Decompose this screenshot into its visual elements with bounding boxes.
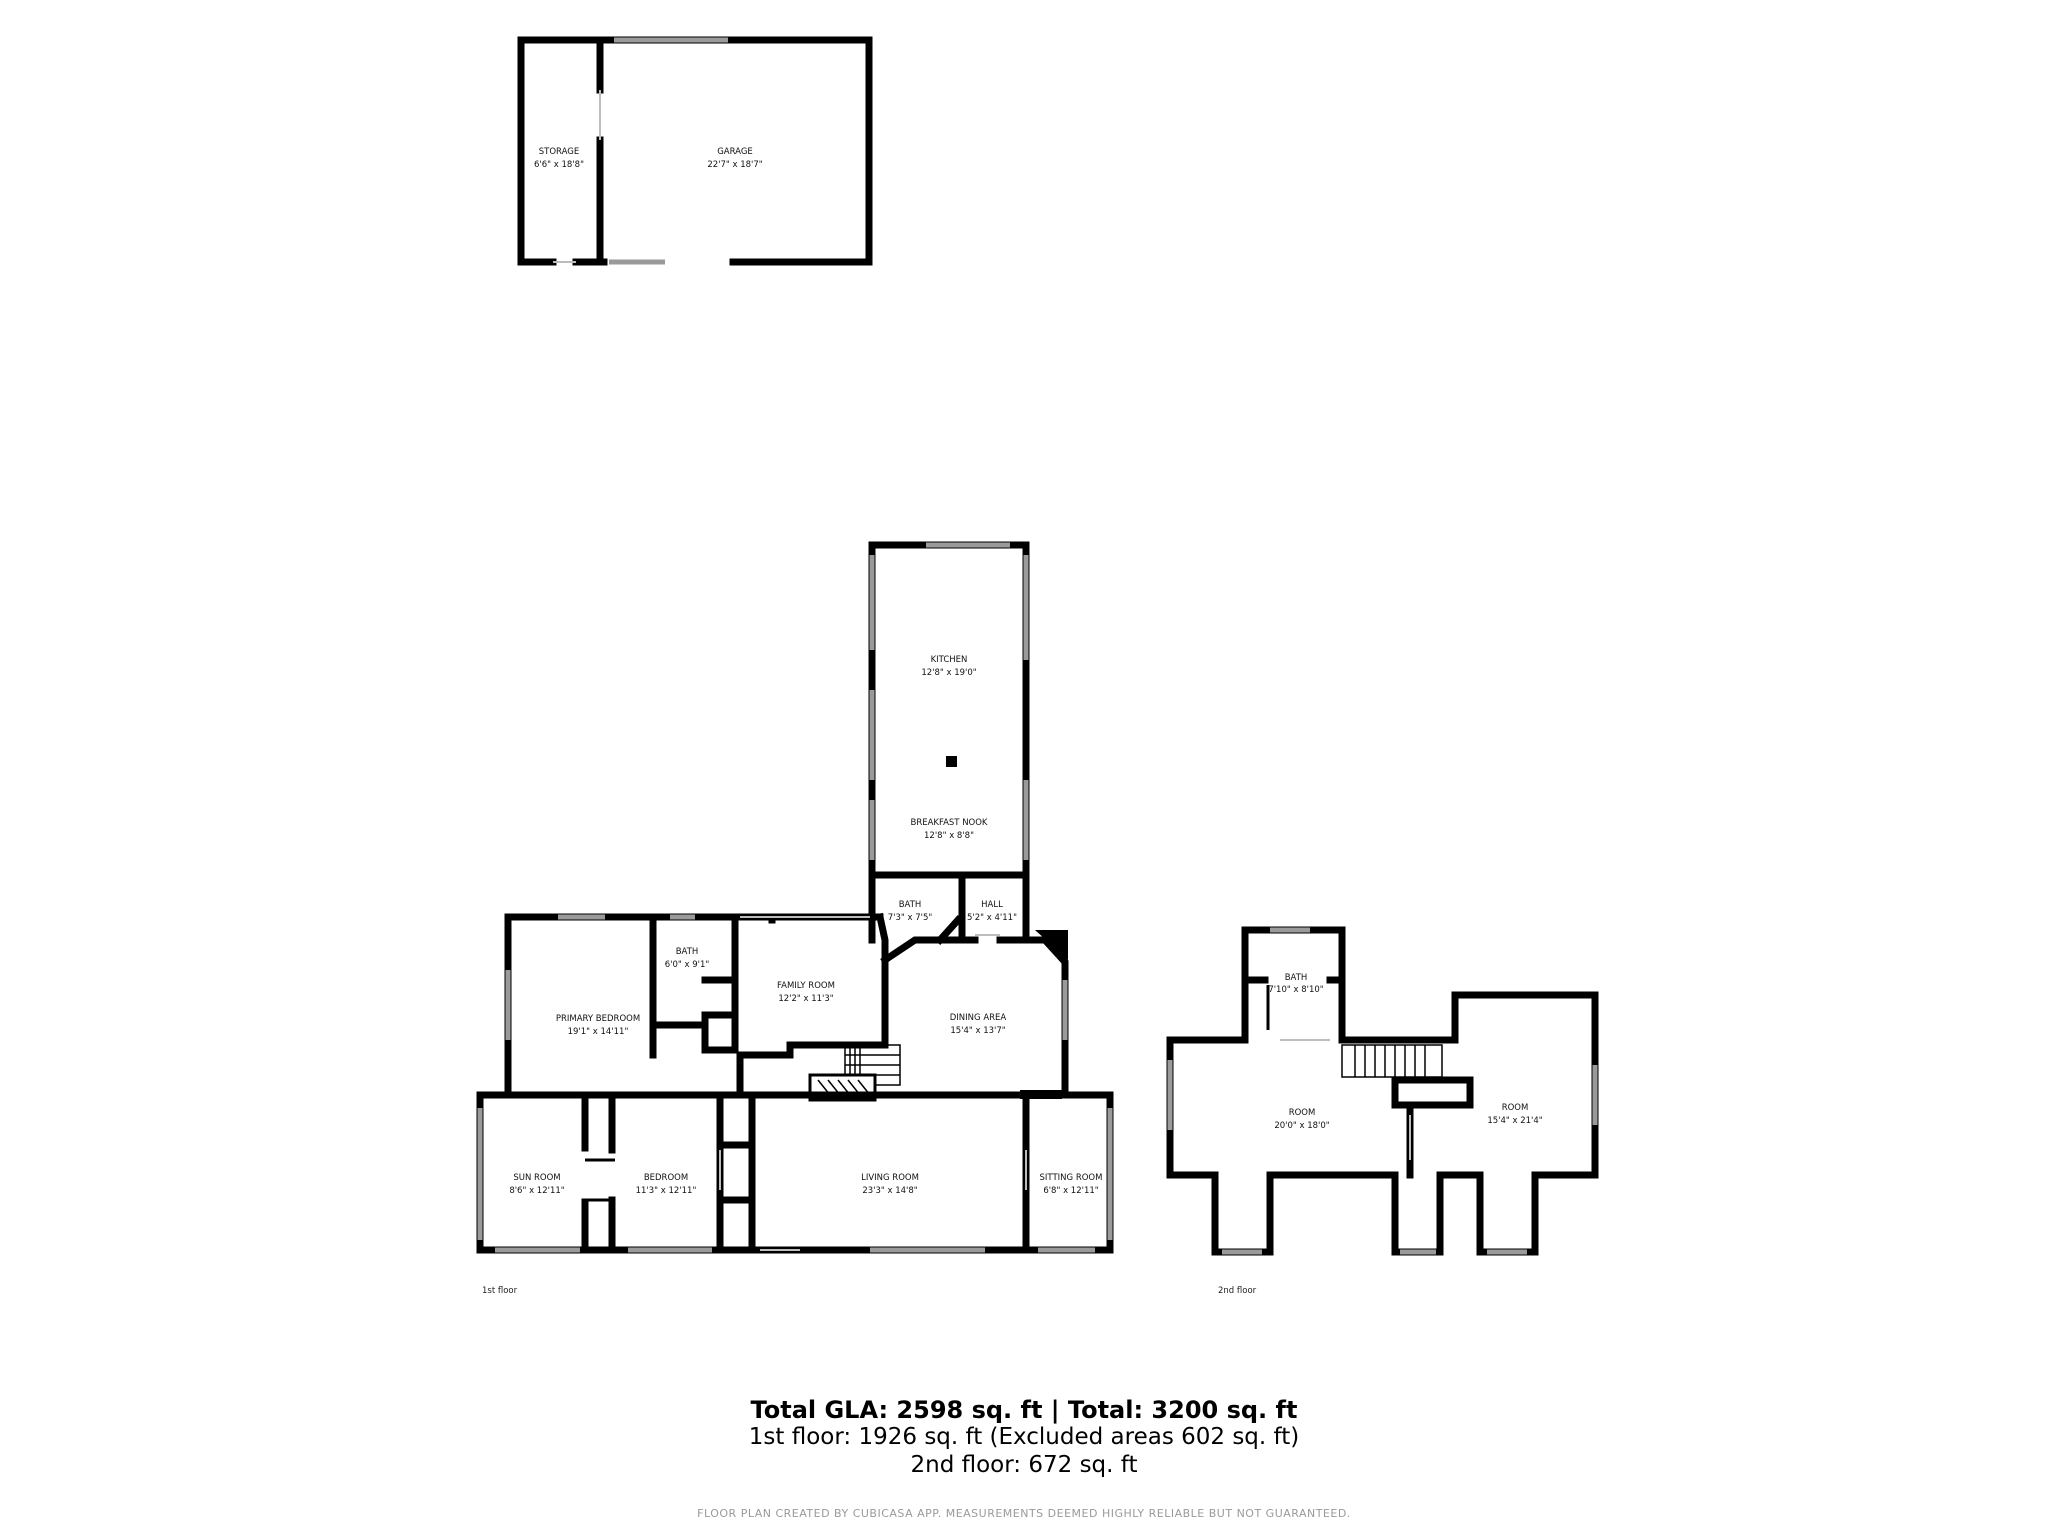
- garage-label: GARAGE: [717, 147, 753, 157]
- wall-cabinet: [1020, 1090, 1062, 1099]
- floor-label-first: 1st floor: [482, 1286, 518, 1296]
- kitchen-wing: [868, 541, 1030, 945]
- bath-upper-label: BATH: [1285, 973, 1308, 983]
- room-a-dims: 20'0" x 18'0": [1274, 1121, 1329, 1131]
- primary-bedroom-dims: 19'1" x 14'11": [568, 1027, 629, 1037]
- garage-dims: 22'7" x 18'7": [707, 160, 762, 170]
- dining-area-label: DINING AREA: [950, 1013, 1007, 1023]
- hall-dims: 5'2" x 4'11": [967, 913, 1017, 923]
- second-floor: [1166, 926, 1599, 1256]
- room-b-dims: 15'4" x 21'4": [1487, 1116, 1542, 1126]
- bath-primary-label: BATH: [676, 947, 699, 957]
- room-a-label: ROOM: [1289, 1108, 1316, 1118]
- living-room-dims: 23'3" x 14'8": [862, 1186, 917, 1196]
- room-b-label: ROOM: [1502, 1103, 1529, 1113]
- bath-upper-dims: 7'10" x 8'10": [1268, 985, 1323, 995]
- bedroom-label: BEDROOM: [644, 1173, 688, 1183]
- kitchen-dims: 12'8" x 19'0": [921, 668, 976, 678]
- garage-building: [517, 36, 873, 266]
- second-floor-area: 2nd floor: 672 sq. ft: [910, 1452, 1138, 1478]
- disclaimer-text: FLOOR PLAN CREATED BY CUBICASA APP. MEAS…: [697, 1507, 1351, 1520]
- corner-column: [1035, 930, 1068, 960]
- sun-room-dims: 8'6" x 12'11": [509, 1186, 564, 1196]
- breakfast-nook-dims: 12'8" x 8'8": [924, 831, 974, 841]
- sitting-room-label: SITTING ROOM: [1040, 1173, 1103, 1183]
- floor-label-second: 2nd floor: [1218, 1286, 1257, 1296]
- storage-label: STORAGE: [539, 147, 579, 157]
- family-room-dims: 12'2" x 11'3": [778, 994, 833, 1004]
- sitting-room-dims: 6'8" x 12'11": [1043, 1186, 1098, 1196]
- bedroom-dims: 11'3" x 12'11": [636, 1186, 697, 1196]
- first-floor: [476, 912, 1114, 1254]
- living-room-label: LIVING ROOM: [861, 1173, 919, 1183]
- island-post: [946, 756, 957, 767]
- breakfast-nook-label: BREAKFAST NOOK: [910, 818, 987, 828]
- kitchen-label: KITCHEN: [931, 655, 968, 665]
- total-area-summary: Total GLA: 2598 sq. ft | Total: 3200 sq.…: [750, 1396, 1298, 1424]
- family-room-label: FAMILY ROOM: [777, 981, 835, 991]
- bath-kitchen-label: BATH: [899, 900, 922, 910]
- sun-room-label: SUN ROOM: [513, 1173, 560, 1183]
- bath-kitchen-dims: 7'3" x 7'5": [888, 913, 933, 923]
- room-labels: STORAGE 6'6" x 18'8" GARAGE 22'7" x 18'7…: [482, 147, 1543, 1296]
- dining-area-dims: 15'4" x 13'7": [950, 1026, 1005, 1036]
- primary-bedroom-label: PRIMARY BEDROOM: [556, 1014, 640, 1024]
- stairs-second-floor: [1341, 1044, 1443, 1078]
- first-floor-area: 1st floor: 1926 sq. ft (Excluded areas 6…: [748, 1424, 1300, 1450]
- storage-dims: 6'6" x 18'8": [534, 160, 584, 170]
- hall-label: HALL: [981, 900, 1003, 910]
- bath-primary-dims: 6'0" x 9'1": [665, 960, 710, 970]
